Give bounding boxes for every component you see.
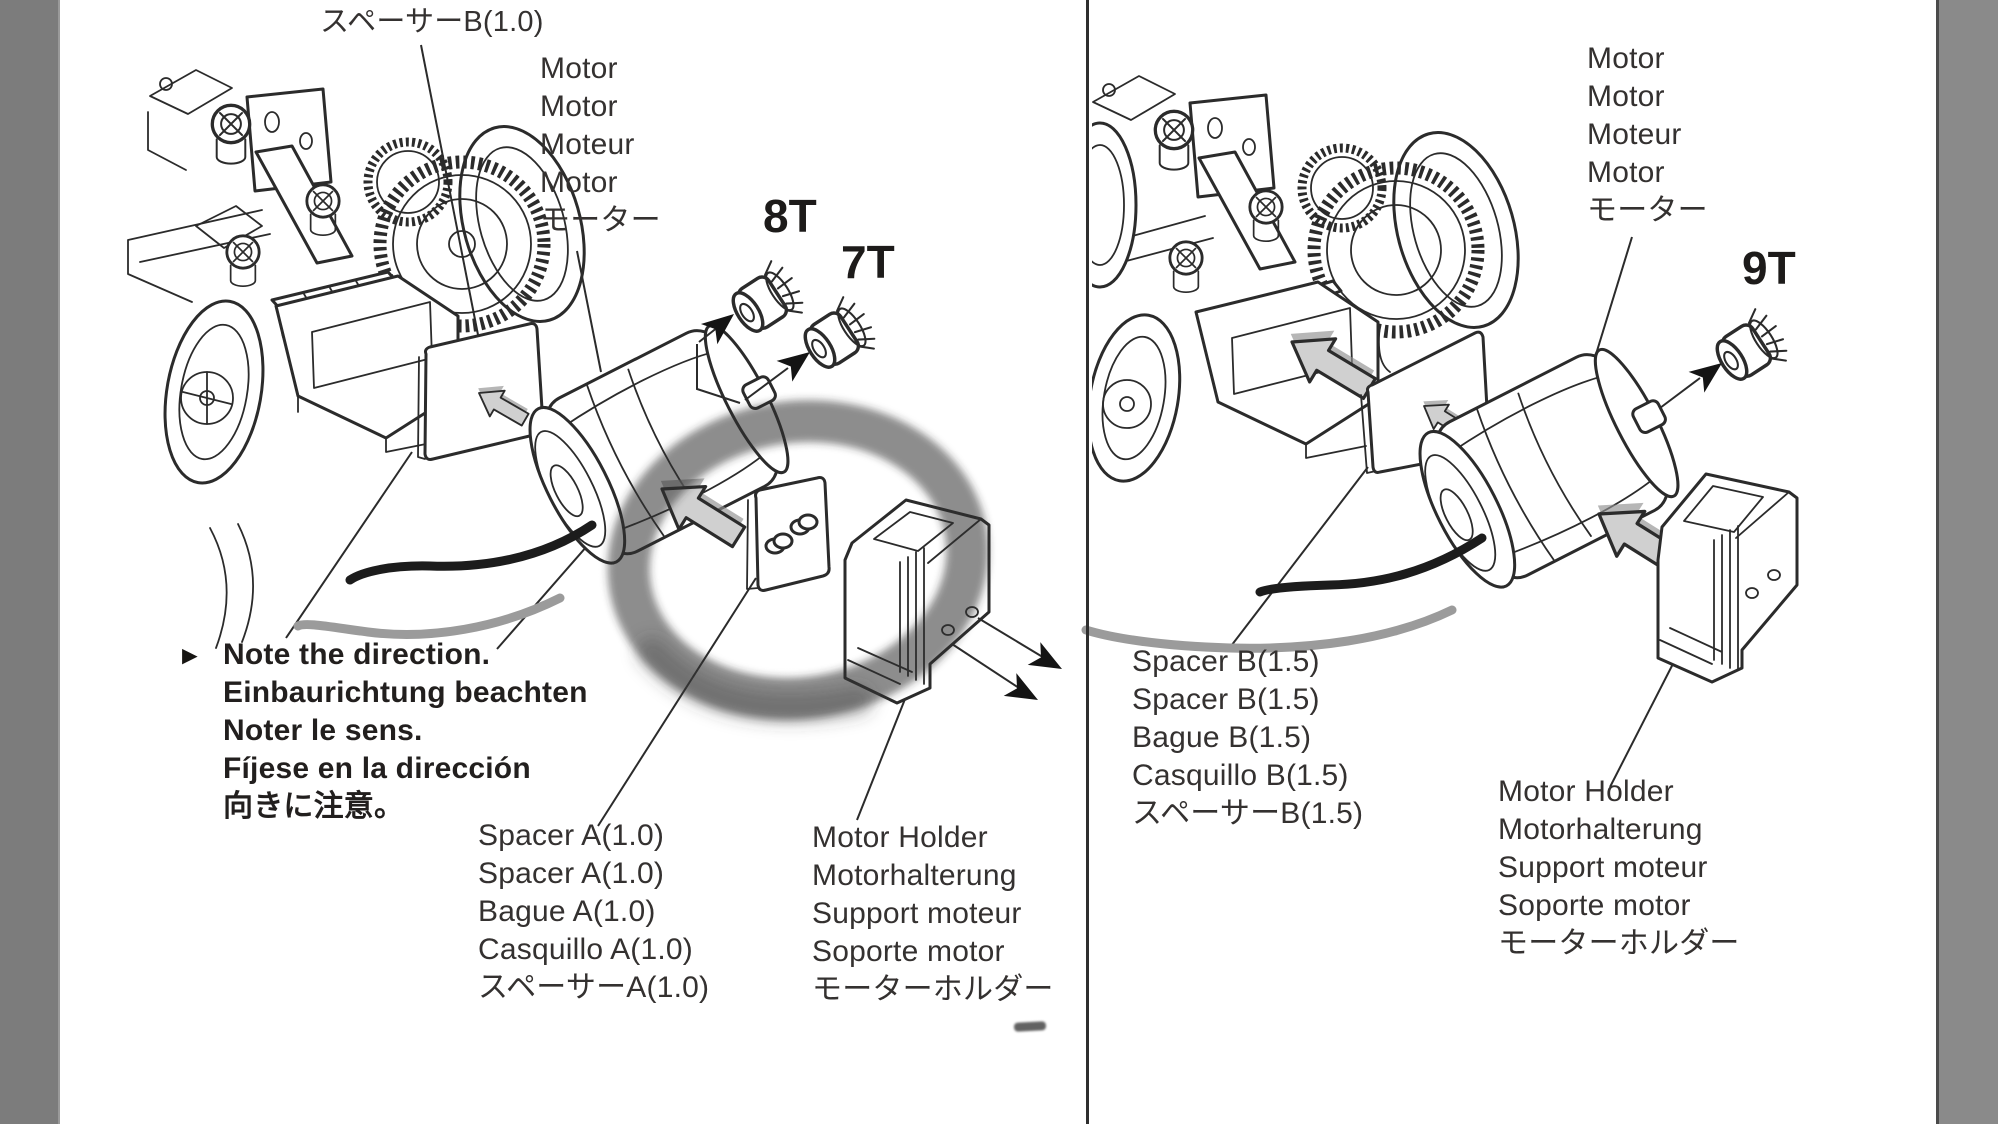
spacer-label: スペーサーB(1.5) xyxy=(1132,797,1364,830)
note-line: Note the direction. xyxy=(223,638,491,671)
motor-label: Motor xyxy=(540,52,618,85)
note-line: 向きに注意。 xyxy=(223,790,405,823)
holder-label: Support moteur xyxy=(1498,851,1708,884)
spacer-label: Bague A(1.0) xyxy=(478,895,656,928)
chassis-left xyxy=(127,69,586,649)
spacer-label: スペーサーA(1.0) xyxy=(478,971,710,1004)
holder-label: モーターホルダー xyxy=(1498,927,1740,960)
pinion-7t xyxy=(793,291,885,381)
motor-label-block-left: Motor Motor Moteur Motor モーター xyxy=(540,50,661,240)
holder-label: Support moteur xyxy=(812,897,1022,930)
motor-wire-black-left xyxy=(345,520,597,585)
motor-label-block-right: Motor Motor Moteur Motor モーター xyxy=(1587,40,1708,230)
pinion-9t xyxy=(1705,303,1797,393)
left-panel-art xyxy=(127,44,1069,827)
holder-label: モーターホルダー xyxy=(812,973,1054,1006)
pinion-label-7t: 7T xyxy=(841,236,895,288)
spacer-a-label-block: Spacer A(1.0) Spacer A(1.0) Bague A(1.0)… xyxy=(478,817,709,1007)
pinion-arrows-left xyxy=(696,303,818,404)
motor-wire-gray-right xyxy=(1081,605,1457,653)
spacer-label: Casquillo A(1.0) xyxy=(478,933,693,966)
pinion-label-9t: 9T xyxy=(1742,242,1796,294)
scan-smudge-mark xyxy=(1013,1021,1047,1032)
holder-label: Motorhalterung xyxy=(1498,813,1703,846)
motor-holder-right xyxy=(1656,472,1799,684)
right-page-margin xyxy=(1936,0,1998,1124)
spacer-b-label-block: Spacer B(1.5) Spacer B(1.5) Bague B(1.5)… xyxy=(1132,643,1363,833)
motor-label: Moteur xyxy=(540,128,635,161)
screw-arrows-left xyxy=(951,617,1069,712)
note-direction-block: ► Note the direction. Einbaurichtung bea… xyxy=(177,636,588,826)
spacer-plate-a xyxy=(746,476,831,592)
holder-label: Motorhalterung xyxy=(812,859,1017,892)
motor-holder-label-block-left: Motor Holder Motorhalterung Support mote… xyxy=(812,819,1054,1009)
motor-wire-black-right xyxy=(1255,533,1487,597)
spacer-b-top-callout: スペーサーB(1.0) xyxy=(320,6,544,38)
spacer-label: Spacer B(1.5) xyxy=(1132,683,1320,716)
spacer-label: Casquillo B(1.5) xyxy=(1132,759,1349,792)
note-line: Einbaurichtung beachten xyxy=(223,676,588,709)
highlight-marker-ring xyxy=(607,400,989,723)
motor-label: Motor xyxy=(540,166,618,199)
right-panel-art xyxy=(1081,75,1799,788)
spacer-label: Bague B(1.5) xyxy=(1132,721,1312,754)
panel-divider xyxy=(1086,0,1089,1124)
motor-label: Motor xyxy=(1587,156,1665,189)
motor-label: Moteur xyxy=(1587,118,1682,151)
holder-label: Motor Holder xyxy=(1498,775,1674,808)
note-line: Noter le sens. xyxy=(223,714,423,747)
motor-label: Motor xyxy=(1587,42,1665,75)
motor-label: モーター xyxy=(1587,194,1708,227)
left-page-margin xyxy=(0,0,60,1124)
spacer-label: Spacer A(1.0) xyxy=(478,857,665,890)
note-pointer-icon: ► xyxy=(177,640,203,670)
pinion-arrow-right xyxy=(1659,352,1730,409)
spacer-label: Spacer B(1.5) xyxy=(1132,645,1320,678)
holder-label: Soporte motor xyxy=(1498,889,1691,922)
holder-label: Soporte motor xyxy=(812,935,1005,968)
motor-label: Motor xyxy=(1587,80,1665,113)
holder-label: Motor Holder xyxy=(812,821,988,854)
pinion-8t xyxy=(721,255,813,345)
pinion-label-8t: 8T xyxy=(763,190,817,242)
motor-holder-label-block-right: Motor Holder Motorhalterung Support mote… xyxy=(1498,773,1740,963)
motor-label: モーター xyxy=(540,204,661,237)
motor-label: Motor xyxy=(540,90,618,123)
left-callout-lines xyxy=(285,44,908,827)
motor-wire-gray-left xyxy=(293,593,565,639)
note-line: Fíjese en la dirección xyxy=(223,752,531,785)
spacer-label: Spacer A(1.0) xyxy=(478,819,665,852)
